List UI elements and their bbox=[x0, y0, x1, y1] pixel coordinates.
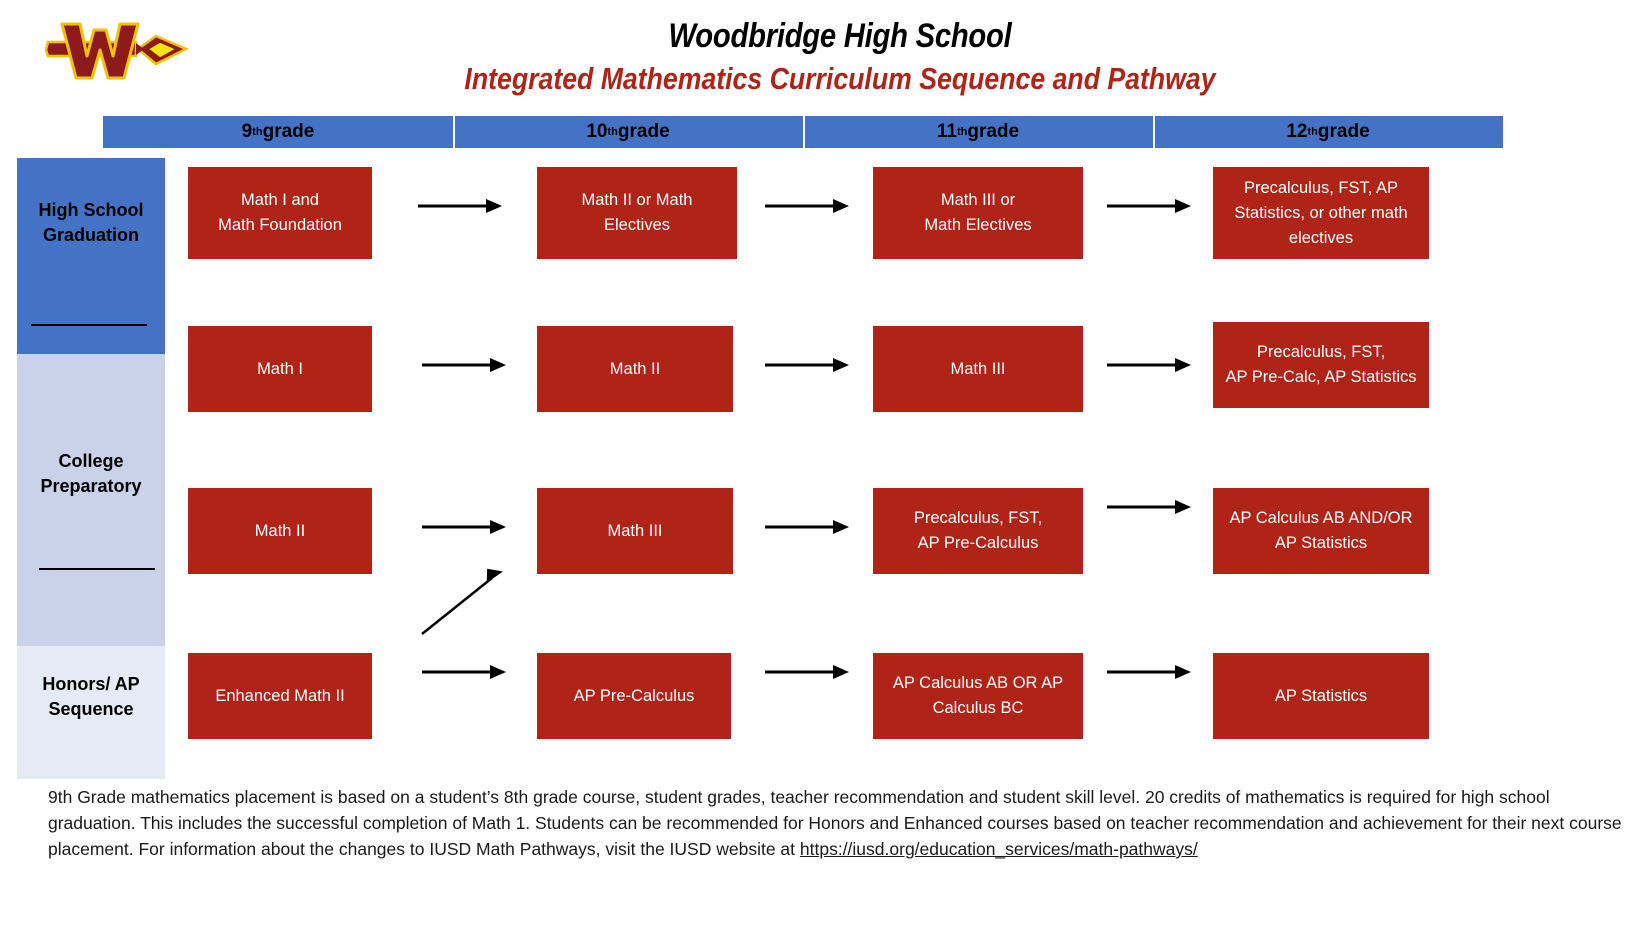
course-text-line: Math III bbox=[607, 521, 663, 540]
course-text-line: Precalculus, FST, bbox=[1256, 343, 1386, 361]
course-box-r4c3[interactable]: AP Calculus AB OR AP Calculus BC bbox=[873, 653, 1083, 739]
course-box-r3c3[interactable]: Precalculus, FST, AP Pre-Calculus bbox=[873, 488, 1083, 574]
arrow-r2-c2-to-c3 bbox=[765, 358, 849, 372]
grade-number: 11 bbox=[936, 121, 957, 142]
page-subtitle: Integrated Mathematics Curriculum Sequen… bbox=[464, 61, 1216, 96]
course-box-r2c2[interactable]: Math II bbox=[537, 326, 733, 412]
course-box-r3c1[interactable]: Math II bbox=[188, 488, 372, 574]
band-label-line2: Preparatory bbox=[40, 476, 142, 496]
course-text-line: Math III or bbox=[940, 191, 1016, 209]
arrow-r2-c1-to-c2 bbox=[422, 358, 506, 372]
course-box-r3c2[interactable]: Math III bbox=[537, 488, 733, 574]
course-box-r1c3[interactable]: Math III or Math Electives bbox=[873, 167, 1083, 259]
track-sidebar: High School Graduation College Preparato… bbox=[17, 158, 165, 779]
course-text-line: Math I and bbox=[241, 191, 319, 209]
course-text-line: Electives bbox=[603, 216, 671, 234]
arrow-r1-c2-to-c3 bbox=[765, 199, 849, 213]
course-text-line: Precalculus, FST, AP bbox=[1243, 178, 1399, 197]
course-text-line: AP Pre-Calc, AP Statistics bbox=[1225, 368, 1417, 386]
grade-number: 9 bbox=[241, 121, 253, 142]
course-box-r4c1[interactable]: Enhanced Math II bbox=[188, 653, 372, 739]
course-text-line: Math II bbox=[609, 359, 661, 378]
course-text-line: AP Pre-Calculus bbox=[917, 534, 1039, 552]
course-text-line: Precalculus, FST, bbox=[913, 509, 1043, 527]
course-text-line: Math I bbox=[257, 359, 303, 378]
course-box-r4c2[interactable]: AP Pre-Calculus bbox=[537, 653, 731, 739]
band-divider-rule bbox=[39, 568, 155, 570]
course-box-r1c2[interactable]: Math II or Math Electives bbox=[537, 167, 737, 259]
band-divider-rule bbox=[31, 324, 147, 326]
course-text-line: AP Pre-Calculus bbox=[573, 686, 695, 705]
grade-ordinal: th bbox=[252, 126, 263, 138]
page-title: Woodbridge High School bbox=[668, 17, 1012, 55]
course-box-r4c4[interactable]: AP Statistics bbox=[1213, 653, 1429, 739]
course-text-line: AP Calculus AB OR AP bbox=[892, 674, 1064, 692]
arrow-r2-c3-to-c4 bbox=[1107, 358, 1191, 372]
grade-number: 12 bbox=[1286, 121, 1308, 142]
footnote-paragraph: 9th Grade mathematics placement is based… bbox=[48, 787, 1622, 859]
grade-suffix: grade bbox=[262, 121, 315, 142]
course-box-r1c4[interactable]: Precalculus, FST, AP Statistics, or othe… bbox=[1213, 167, 1429, 259]
title-block: Woodbridge High School Integrated Mathem… bbox=[190, 14, 1490, 100]
course-box-r2c3[interactable]: Math III bbox=[873, 326, 1083, 412]
arrow-r1-c3-to-c4 bbox=[1107, 199, 1191, 213]
course-text-line: Calculus BC bbox=[932, 699, 1024, 717]
sidebar-band-honors-ap-sequence[interactable]: Honors/ AP Sequence bbox=[17, 646, 165, 779]
band-label-line1: High School bbox=[38, 200, 144, 220]
course-text-line: Enhanced Math II bbox=[215, 686, 345, 705]
footnote-block: 9th Grade mathematics placement is based… bbox=[48, 784, 1623, 862]
arrow-diagonal-enhanced-to-math-iii bbox=[421, 568, 503, 635]
arrow-r4-c1-to-c2 bbox=[422, 665, 506, 679]
sidebar-band-college-preparatory[interactable]: College Preparatory bbox=[17, 354, 165, 646]
course-text-line: Math II or Math bbox=[581, 191, 693, 209]
grade-ordinal: th bbox=[607, 126, 618, 138]
sidebar-band-high-school-graduation[interactable]: High School Graduation bbox=[17, 158, 165, 354]
course-box-r2c1[interactable]: Math I bbox=[188, 326, 372, 412]
course-text-line: Math Foundation bbox=[218, 216, 342, 234]
arrow-r1-c1-to-c2 bbox=[418, 199, 502, 213]
page-header: Woodbridge High School Integrated Mathem… bbox=[0, 0, 1648, 112]
arrow-r3-c3-to-c4 bbox=[1107, 500, 1191, 514]
course-box-r1c1[interactable]: Math I and Math Foundation bbox=[188, 167, 372, 259]
course-text-line: Math III bbox=[950, 359, 1006, 378]
band-label-line2: Sequence bbox=[48, 699, 134, 719]
grade-ordinal: th bbox=[1307, 126, 1318, 138]
grade-suffix: grade bbox=[967, 121, 1020, 142]
course-text-line: electives bbox=[1288, 228, 1354, 247]
arrow-r3-c1-to-c2 bbox=[422, 520, 506, 534]
course-box-r2c4[interactable]: Precalculus, FST, AP Pre-Calc, AP Statis… bbox=[1213, 322, 1429, 408]
course-text-line: AP Calculus AB AND/OR bbox=[1229, 509, 1413, 527]
grade-suffix: grade bbox=[1317, 121, 1370, 142]
course-text-line: Math Electives bbox=[924, 216, 1032, 234]
grade-ordinal: th bbox=[956, 126, 968, 138]
arrow-r3-c2-to-c3 bbox=[765, 520, 849, 534]
arrow-r4-c3-to-c4 bbox=[1107, 665, 1191, 679]
grade-number: 10 bbox=[586, 121, 608, 142]
band-label-line2: Graduation bbox=[42, 225, 139, 245]
course-text-line: Statistics, or other math bbox=[1234, 203, 1408, 222]
course-box-r3c4[interactable]: AP Calculus AB AND/OR AP Statistics bbox=[1213, 488, 1429, 574]
band-label-line1: Honors/ AP bbox=[42, 674, 140, 694]
iusd-math-pathways-link[interactable]: https://iusd.org/education_services/math… bbox=[799, 839, 1198, 859]
arrow-r4-c2-to-c3 bbox=[765, 665, 849, 679]
band-label-line1: College bbox=[58, 451, 124, 471]
course-text-line: AP Statistics bbox=[1274, 534, 1368, 552]
course-text-line: Math II bbox=[254, 521, 306, 540]
grade-suffix: grade bbox=[617, 121, 670, 142]
course-text-line: AP Statistics bbox=[1274, 686, 1368, 705]
woodbridge-w-spear-logo bbox=[40, 12, 190, 84]
